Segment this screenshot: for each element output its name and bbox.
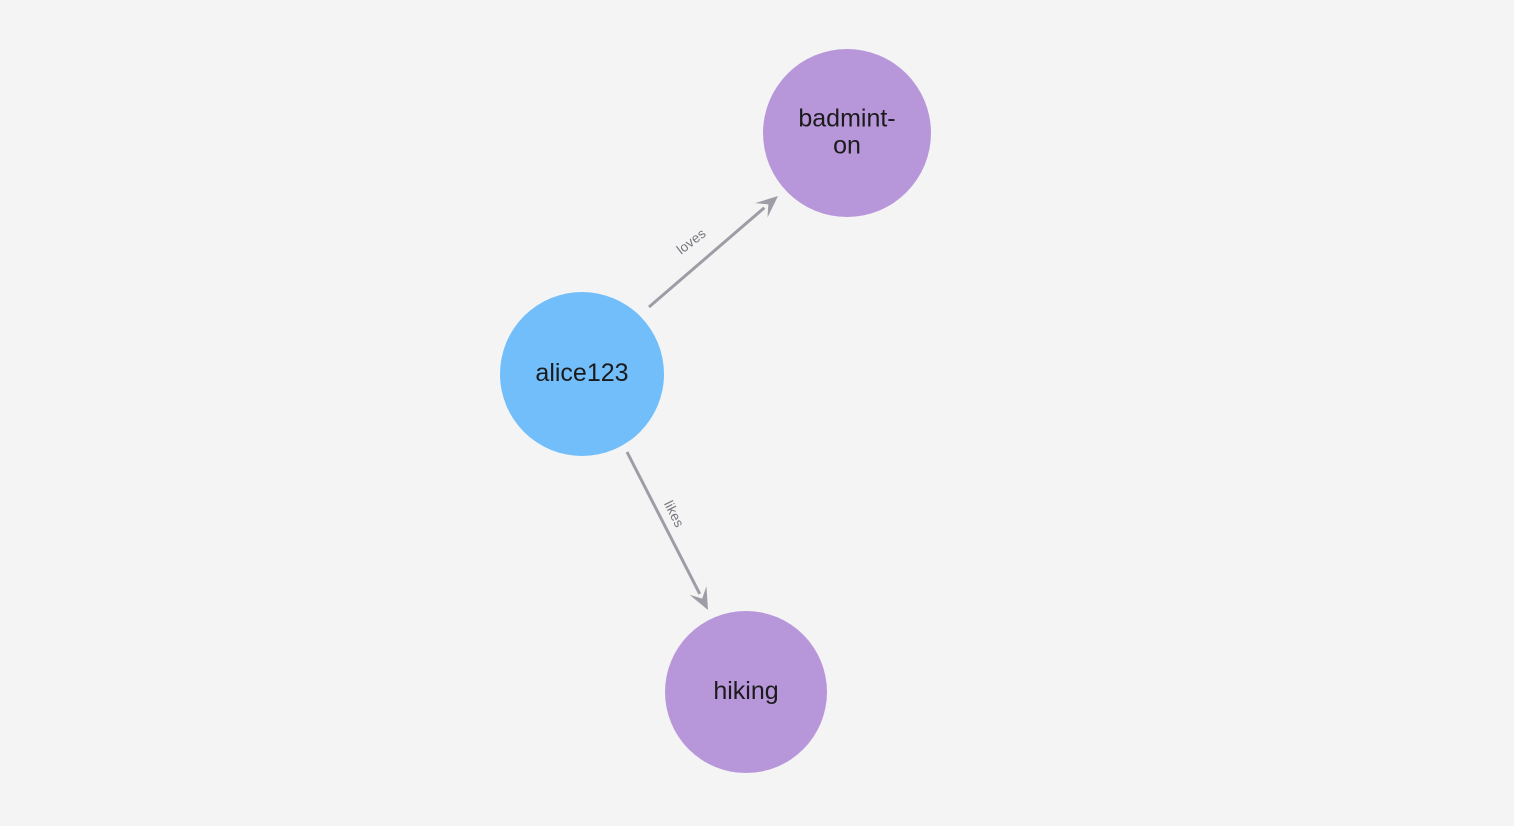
node-badminton-circle[interactable] bbox=[763, 49, 931, 217]
node-hiking-label-line: hiking bbox=[713, 677, 778, 705]
node-hiking-label: hiking bbox=[713, 677, 778, 705]
node-alice123-label: alice123 bbox=[535, 359, 628, 387]
node-badminton-label: badmint-on bbox=[798, 104, 895, 159]
edge-loves-line bbox=[648, 206, 766, 309]
nodes-layer: alice123 badmint-on hiking bbox=[500, 49, 931, 773]
edge-loves[interactable]: loves bbox=[648, 196, 778, 309]
node-badminton-label-line: badmint- bbox=[798, 104, 895, 132]
edge-likes-arrowhead bbox=[689, 586, 708, 610]
node-badminton-label-line: on bbox=[833, 131, 861, 159]
node-alice123[interactable]: alice123 bbox=[500, 292, 664, 456]
node-badminton[interactable]: badmint-on bbox=[763, 49, 931, 217]
edge-likes-line bbox=[625, 451, 702, 595]
node-alice123-circle[interactable] bbox=[500, 292, 664, 456]
node-alice123-label-line: alice123 bbox=[535, 359, 628, 387]
edge-likes[interactable]: likes bbox=[625, 451, 708, 610]
edge-loves-arrowhead bbox=[755, 196, 778, 218]
node-hiking[interactable]: hiking bbox=[665, 611, 827, 773]
edge-loves-label: loves bbox=[674, 226, 709, 258]
node-hiking-circle[interactable] bbox=[665, 611, 827, 773]
